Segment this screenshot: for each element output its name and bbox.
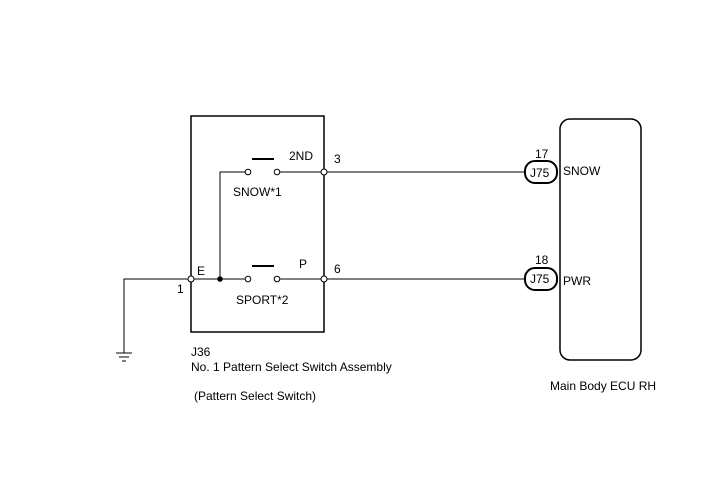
snow-switch-label: SNOW*1 (233, 185, 282, 199)
pin-e-label: E (197, 264, 205, 278)
ecu-pin-17-number: 17 (535, 147, 549, 161)
connector-badge-snow (524, 160, 558, 184)
pin-3-terminal (320, 168, 328, 176)
ecu-box (559, 118, 642, 361)
assembly-note: (Pattern Select Switch) (194, 389, 316, 403)
pin-1-terminal (187, 275, 195, 283)
ecu-signal-pwr: PWR (563, 274, 591, 288)
ecu-pin-18-number: 18 (535, 253, 549, 267)
pin-2nd-label: 2ND (289, 149, 313, 163)
connector-badge-pwr (524, 267, 558, 291)
assembly-code: J36 (191, 345, 211, 359)
assembly-name: No. 1 Pattern Select Switch Assembly (191, 360, 392, 374)
sport-switch-label: SPORT*2 (236, 293, 289, 307)
ecu-name: Main Body ECU RH (550, 379, 656, 393)
pin-6-terminal (320, 275, 328, 283)
pin-3-number: 3 (334, 152, 341, 166)
connector-label-pwr: J75 (530, 272, 550, 286)
ground-symbol-icon (116, 352, 132, 362)
sport-switch (244, 265, 281, 283)
ground-wire (123, 278, 191, 353)
pin-1-number: 1 (177, 282, 184, 296)
pin-p-label: P (299, 257, 307, 271)
pin-6-number: 6 (334, 262, 341, 276)
ecu-signal-snow: SNOW (563, 164, 601, 178)
junction-dot (217, 276, 223, 282)
snow-switch (244, 158, 281, 176)
snow-branch-wire (219, 171, 248, 279)
connector-label-snow: J75 (530, 166, 550, 180)
switch-assembly-box (190, 115, 325, 333)
